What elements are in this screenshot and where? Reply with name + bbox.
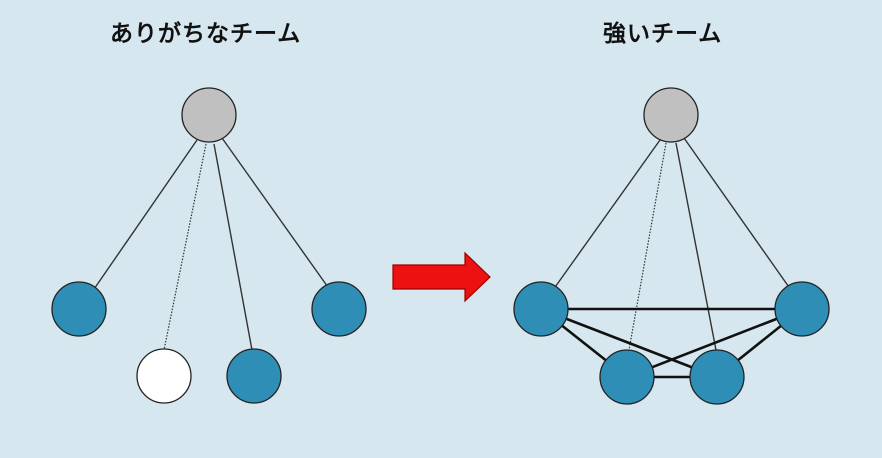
common-team-title: ありがちなチーム (110, 21, 302, 47)
member-node-c (689, 349, 745, 405)
link-leader-absent-member (163, 143, 207, 351)
right-arrow-icon (392, 251, 491, 303)
absent-member-node (136, 348, 192, 404)
link-leader-member-4 (221, 137, 331, 291)
member-node-3 (226, 348, 282, 404)
link-leader-member-1 (91, 139, 198, 293)
leader-node (181, 87, 237, 143)
link-leader-member-a (552, 139, 661, 291)
link-leader-member-d (683, 137, 792, 291)
link-member-a-c (540, 307, 718, 379)
link-leader-member-3 (213, 143, 253, 351)
member-node-d (774, 281, 830, 337)
leader-node (643, 87, 699, 143)
member-node-b (599, 349, 655, 405)
link-leader-member-b (628, 142, 667, 351)
link-member-b-d (626, 307, 803, 379)
member-node-1 (51, 281, 107, 337)
common-team-diagram (51, 87, 367, 404)
member-node-a (513, 281, 569, 337)
strong-team-title: 強いチーム (603, 21, 723, 47)
member-node-4 (311, 281, 367, 337)
link-leader-member-c (675, 142, 717, 351)
strong-team-diagram (513, 87, 830, 405)
